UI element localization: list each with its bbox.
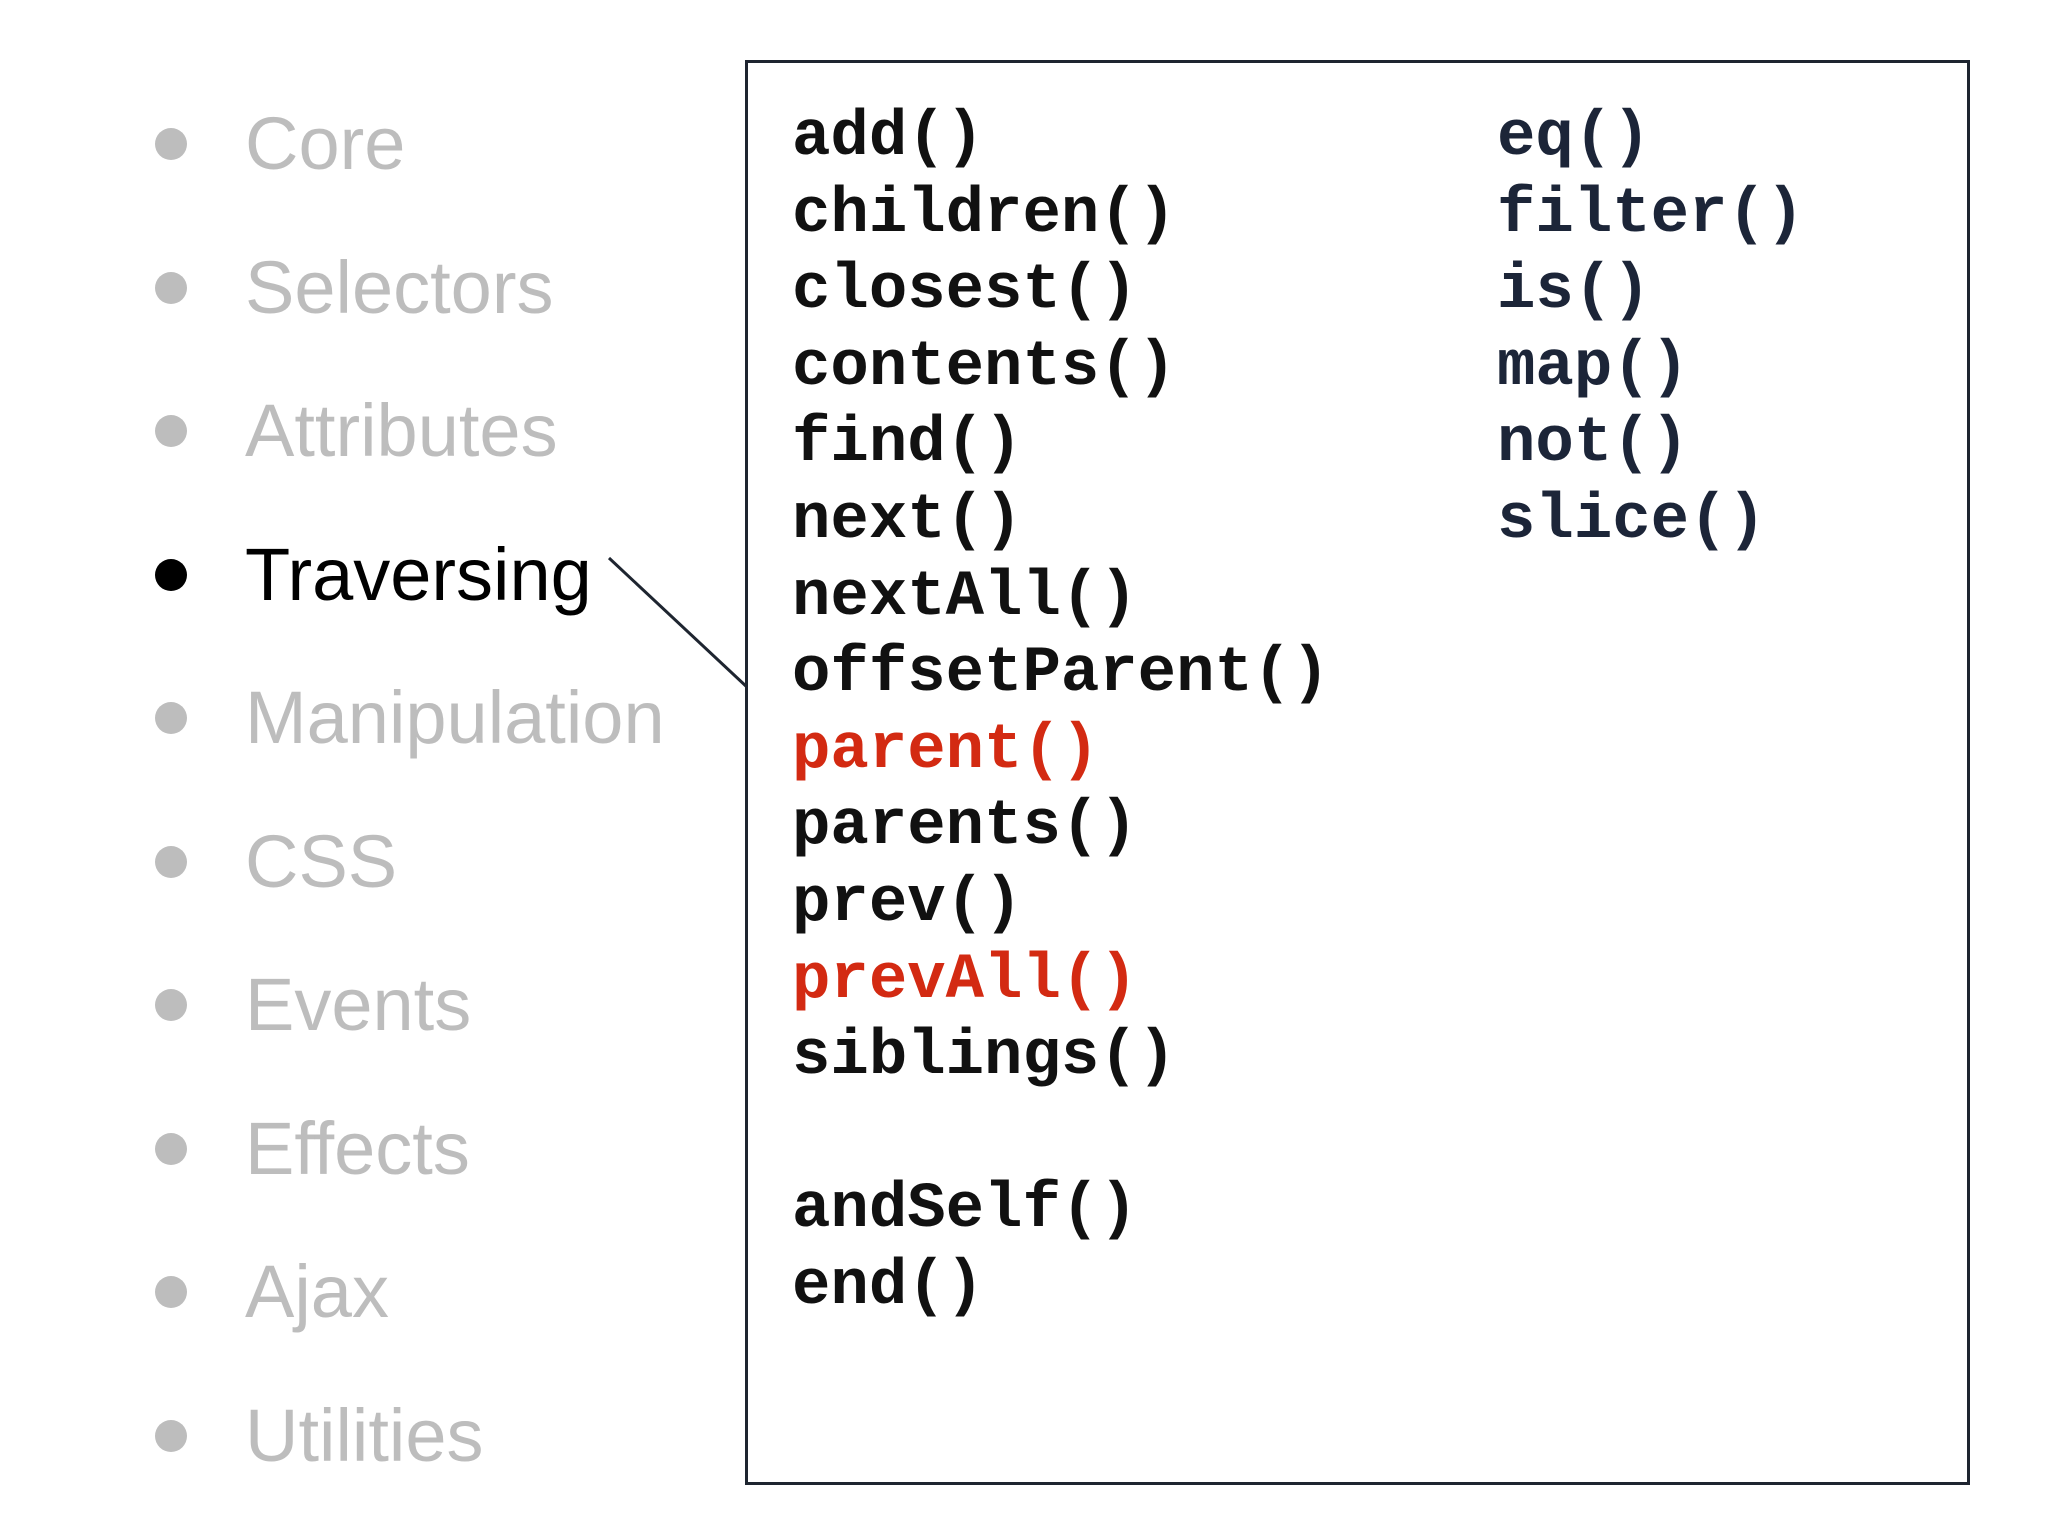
- topic-label: CSS: [245, 819, 398, 903]
- bullet-dot-icon: [155, 415, 187, 447]
- method-is: is(): [1497, 255, 1651, 328]
- method-contents: contents(): [792, 331, 1177, 404]
- bullet-dot-icon: [155, 702, 187, 734]
- topic-label: Utilities: [245, 1393, 484, 1477]
- topic-label: Ajax: [245, 1250, 389, 1333]
- method-children: children(): [792, 178, 1177, 251]
- method-next: next(): [792, 484, 1023, 557]
- topic-label: Effects: [245, 1106, 470, 1190]
- method-add: add(): [792, 102, 985, 174]
- topic-item-ajax: Ajax: [155, 1220, 665, 1364]
- method-siblings: siblings(): [792, 1021, 1177, 1094]
- method-column-1: add() children() closest() contents() fi…: [792, 100, 1330, 1326]
- method-filter: filter(): [1497, 178, 1805, 251]
- method-closest: closest(): [792, 255, 1138, 328]
- topic-item-utilities: Utilities: [155, 1364, 665, 1508]
- method-parent: parent(): [792, 714, 1100, 787]
- topic-label: Selectors: [245, 245, 554, 329]
- topic-item-selectors: Selectors: [155, 216, 665, 360]
- bullet-dot-icon: [155, 845, 187, 878]
- topic-item-attributes: Attributes: [155, 359, 665, 503]
- topic-item-css: CSS: [155, 790, 665, 934]
- topic-label: Attributes: [245, 389, 558, 472]
- method-end: end(): [792, 1250, 985, 1323]
- method-find: find(): [792, 408, 1023, 481]
- bullet-dot-icon: [155, 558, 187, 591]
- method-nextall: nextAll(): [792, 561, 1138, 634]
- method-parents: parents(): [792, 791, 1138, 864]
- topic-item-core: Core: [155, 72, 665, 216]
- method-prevall: prevAll(): [792, 944, 1138, 1017]
- bullet-dot-icon: [155, 128, 187, 160]
- bullet-dot-icon: [155, 1276, 187, 1308]
- bullet-dot-icon: [155, 1132, 187, 1165]
- topic-label: Manipulation: [245, 676, 665, 759]
- bullet-dot-icon: [155, 1419, 187, 1452]
- method-slice: slice(): [1497, 484, 1766, 557]
- method-group-spacer: [792, 1096, 1330, 1173]
- method-offsetparent: offsetParent(): [792, 638, 1330, 711]
- method-prev: prev(): [792, 867, 1023, 940]
- topic-list: Core Selectors Attributes Traversing Man…: [155, 72, 665, 1507]
- method-eq: eq(): [1497, 102, 1651, 174]
- topic-item-manipulation: Manipulation: [155, 646, 665, 790]
- topic-label: Traversing: [245, 532, 592, 616]
- bullet-dot-icon: [155, 989, 187, 1021]
- topic-item-effects: Effects: [155, 1077, 665, 1221]
- method-andself: andSelf(): [792, 1174, 1138, 1247]
- method-not: not(): [1497, 408, 1690, 481]
- topic-label: Core: [245, 102, 406, 185]
- topic-item-events: Events: [155, 933, 665, 1077]
- topic-item-traversing: Traversing: [155, 503, 665, 647]
- topic-label: Events: [245, 963, 472, 1046]
- method-map: map(): [1497, 331, 1690, 404]
- method-list-box: [745, 60, 1970, 1485]
- method-column-2: eq() filter() is() map() not() slice(): [1497, 100, 1804, 560]
- bullet-dot-icon: [155, 271, 187, 304]
